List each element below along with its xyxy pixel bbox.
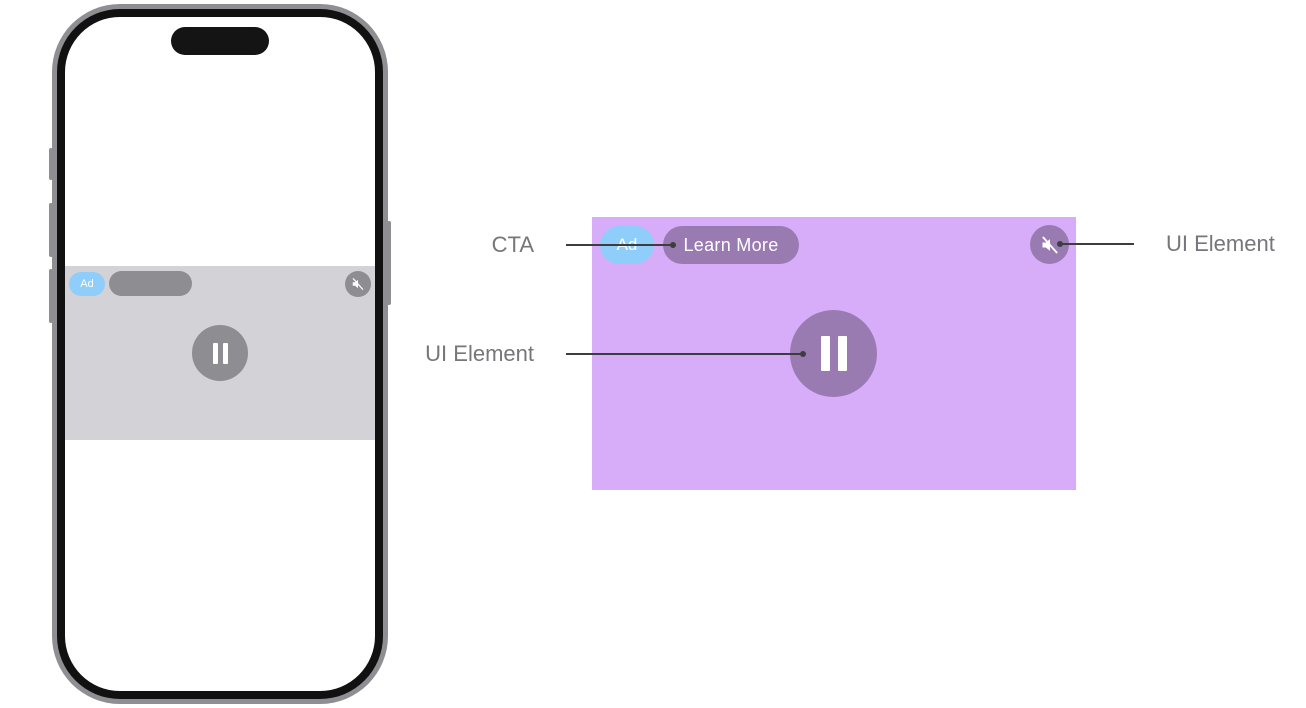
phone-side-button-power	[387, 221, 391, 305]
phone-ad-badge: Ad	[69, 272, 105, 296]
phone-cta-button[interactable]	[109, 271, 192, 296]
callout-label-cta: CTA	[491, 232, 534, 257]
learn-more-button[interactable]: Learn More	[663, 226, 799, 264]
pause-icon-bar-right	[837, 336, 847, 371]
dynamic-island	[171, 27, 269, 55]
callout-label-pause: UI Element	[425, 341, 534, 366]
callout-dot-pause	[800, 351, 806, 357]
callout-dot-cta	[670, 242, 676, 248]
pause-icon-bar-left	[212, 342, 218, 364]
callout-dot-mute	[1057, 241, 1063, 247]
callout-line-pause	[566, 353, 804, 355]
phone-side-button-volume-up	[49, 203, 53, 257]
phone-side-button-action	[49, 148, 53, 180]
mute-icon	[352, 278, 364, 290]
pause-icon-bar-left	[820, 336, 830, 371]
callout-line-mute	[1060, 243, 1134, 245]
phone-side-button-volume-down	[49, 269, 53, 323]
mute-icon	[1041, 236, 1058, 253]
phone-mute-button[interactable]	[345, 271, 371, 297]
callout-line-cta	[566, 244, 673, 246]
phone-pause-button[interactable]	[192, 325, 248, 381]
callout-label-mute: UI Element	[1166, 231, 1275, 256]
pause-icon-bar-right	[222, 342, 228, 364]
